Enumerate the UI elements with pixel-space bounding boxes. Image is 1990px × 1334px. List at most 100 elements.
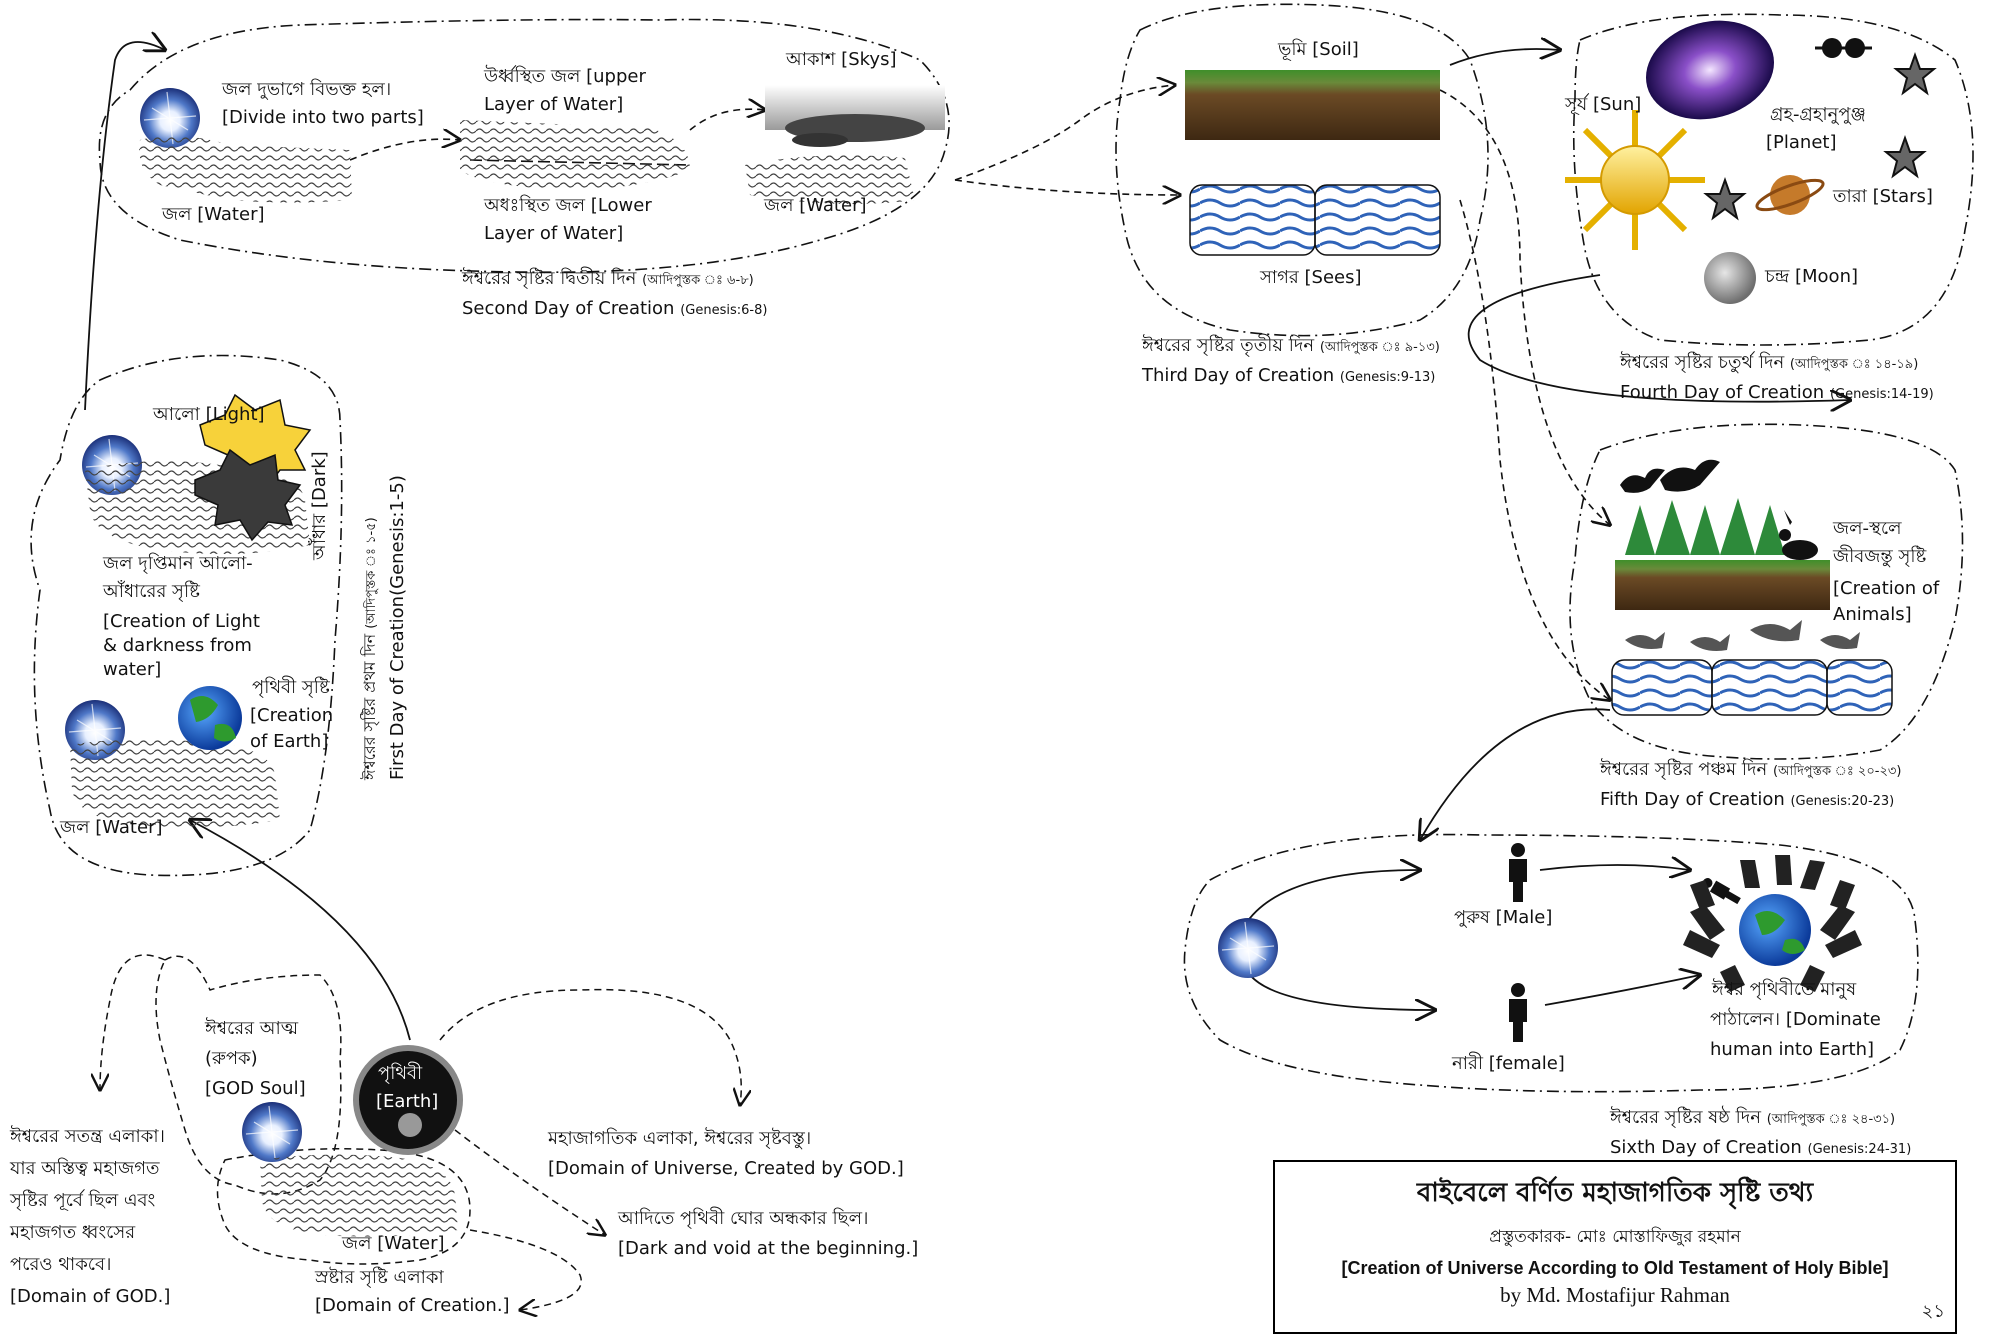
day3-region-outline xyxy=(1115,3,1489,337)
sea-waves-icon xyxy=(1611,659,1893,716)
arrow-day1-to-day2 xyxy=(84,42,165,411)
day5-caption-en: Fifth Day of Creation (Genesis:20-23) xyxy=(1600,787,1894,815)
god-domain-line-6: [Domain of GOD.] xyxy=(10,1286,171,1307)
light-orb-icon xyxy=(1217,917,1279,979)
creation-label-en-2: & darkness from xyxy=(103,635,252,656)
dark-void-label-bn: আদিতে পৃথিবী ঘোর অন্ধকার ছিল। xyxy=(618,1208,869,1229)
god-domain-line-3: সৃষ্টির পূর্বে ছিল এবং xyxy=(10,1190,156,1211)
day6-region-outline xyxy=(1183,833,1919,1093)
star-icon xyxy=(1705,179,1745,219)
page-number: ২১ xyxy=(1921,1301,1945,1322)
day3-caption-bn: ঈশ্বরের সৃষ্টির তৃতীয় দিন (আদিপুস্তক ঃ … xyxy=(1142,333,1440,361)
day2-caption-en: Second Day of Creation (Genesis:6-8) xyxy=(462,296,767,324)
light-label: আলো [Light] xyxy=(153,404,265,425)
title-bn: বাইবেলে বর্ণিত মহাজাগতিক সৃষ্টি তথ্য xyxy=(1416,1178,1814,1208)
caption-bn-text: ঈশ্বরের সৃষ্টির দ্বিতীয় দিন xyxy=(462,268,637,289)
dashed-arrow-to-sky xyxy=(689,109,765,131)
bug-cluster-icon xyxy=(1815,38,1872,58)
god-domain-line-4: মহাজগত ধ্বংসের xyxy=(10,1222,136,1243)
caption-en-ref: (Genesis:20-23) xyxy=(1790,794,1895,809)
bird-icon xyxy=(1620,459,1720,493)
day1-caption-bn: ঈশ্বরের সৃষ্টির প্রথম দিন (আদিপুস্তক ঃ ১… xyxy=(358,517,384,780)
god-soul-label-bn-1: ঈশ্বরের আত্ম xyxy=(205,1018,299,1039)
water-waves-icon xyxy=(260,1154,458,1237)
arrow-day5-to-day6 xyxy=(1420,708,1611,840)
animals-label-en-2: Animals] xyxy=(1833,604,1912,625)
sea-label: সাগর [Sees] xyxy=(1260,267,1362,288)
caption-bn-text: ঈশ্বরের সৃষ্টির তৃতীয় দিন xyxy=(1142,335,1315,356)
god-soul-label-bn-2: (রুপক) xyxy=(205,1048,258,1069)
day3-caption-en: Third Day of Creation (Genesis:9-13) xyxy=(1142,363,1435,391)
author-bn: প্রস্তুতকারক- মোঃ মোস্তাফিজুর রহমান xyxy=(1489,1227,1741,1247)
cloud-icon xyxy=(765,85,945,147)
caption-bn-ref: (আদিপুস্তক ঃ ১-৫) xyxy=(364,517,379,629)
creation-label-en-3: water] xyxy=(103,659,162,680)
caption-bn-ref: (আদিপুস্তক ঃ ৯-১৩) xyxy=(1319,340,1440,355)
animal-icon xyxy=(1779,510,1818,560)
creation-label-bn-1: জল দৃপ্তিমান আলো- xyxy=(103,553,253,574)
dashed-link-god-domain xyxy=(100,954,166,1090)
dashed-link-creation-domain xyxy=(469,1229,582,1310)
star-icon xyxy=(1885,137,1925,177)
day2-caption-bn: ঈশ্বরের সৃষ্টির দ্বিতীয় দিন (আদিপুস্তক … xyxy=(462,266,754,294)
dark-void-label-en: [Dark and void at the beginning.] xyxy=(618,1238,919,1259)
dashed-arrow-to-sea xyxy=(954,179,1180,195)
god-domain-line-5: পরেও থাকবে। xyxy=(10,1254,112,1275)
water-waves-icon xyxy=(139,136,352,203)
dashed-arrow-to-fish xyxy=(1459,199,1610,700)
creation-label-bn-2: আঁধারের সৃষ্টি xyxy=(103,581,200,602)
sun-label: সূর্য [Sun] xyxy=(1565,94,1642,115)
planet-icon xyxy=(1755,175,1825,215)
day4-caption-en: Fourth Day of Creation (Genesis:14-19) xyxy=(1620,380,1934,408)
sun-icon xyxy=(1565,110,1705,250)
humans-ring-icon xyxy=(1683,855,1862,992)
dashed-arrow-to-upper-water xyxy=(349,139,460,161)
caption-en-ref: (Genesis:14-19) xyxy=(1829,387,1934,402)
stars-label: তারা [Stars] xyxy=(1833,186,1933,207)
earth-globe-icon xyxy=(353,1045,463,1155)
caption-en-ref: (Genesis:6-8) xyxy=(680,303,768,318)
arrow-male-to-earth xyxy=(1539,865,1690,870)
sea-waves-icon xyxy=(1189,184,1441,256)
arrow-day3-to-day4 xyxy=(1449,49,1560,66)
day4-region-outline xyxy=(1572,13,1974,346)
dashed-link-universe xyxy=(439,988,741,1105)
day6-caption-en: Sixth Day of Creation (Genesis:24-31) xyxy=(1610,1135,1911,1163)
lower-water-label-en: Layer of Water] xyxy=(484,223,624,244)
trees-icon xyxy=(1625,498,1785,555)
person-icon xyxy=(1509,983,1527,1042)
caption-bn-ref: (আদিপুস্তক ঃ ২০-২৩) xyxy=(1773,764,1902,779)
earth-creation-label-en-1: [Creation xyxy=(250,705,334,726)
animals-label-en-1: [Creation of xyxy=(1833,578,1940,599)
creation-domain-label-en: [Domain of Creation.] xyxy=(315,1295,510,1316)
creation-domain-label-bn: স্রষ্টার সৃষ্টি এলাকা xyxy=(315,1267,444,1288)
dominate-label-en: human into Earth] xyxy=(1710,1039,1875,1060)
planet-label-bn: গ্রহ-গ্রহানুপুঞ্জ xyxy=(1770,104,1866,125)
caption-en-text: Second Day of Creation xyxy=(462,298,675,319)
universe-label-bn: মহাজাগতিক এলাকা, ঈশ্বরের সৃষ্টবস্তু। xyxy=(548,1128,812,1149)
fish-icon xyxy=(1625,620,1860,651)
animals-label-bn-2: জীবজন্তু সৃষ্টি xyxy=(1833,546,1927,567)
upper-water-label-en: Layer of Water] xyxy=(484,94,624,115)
day5-caption-bn: ঈশ্বরের সৃষ্টির পঞ্চম দিন (আদিপুস্তক ঃ ২… xyxy=(1600,757,1901,785)
day1-region-outline xyxy=(30,354,343,877)
day4-caption-bn: ঈশ্বরের সৃষ্টির চতুর্থ দিন (আদিপুস্তক ঃ … xyxy=(1620,350,1918,378)
day2-region-outline xyxy=(98,18,950,274)
water-waves-icon xyxy=(460,120,690,190)
caption-bn-ref: (আদিপুস্তক ঃ ১৪-১৯) xyxy=(1789,357,1919,372)
title-en: [Creation of Universe According to Old T… xyxy=(1341,1258,1889,1278)
soil-strip-icon xyxy=(1185,70,1440,140)
earth-label-en: [Earth] xyxy=(376,1091,439,1112)
caption-en-text: Fifth Day of Creation xyxy=(1600,789,1785,810)
water-label: জল [Water] xyxy=(162,204,265,225)
god-soul-label-en: [GOD Soul] xyxy=(205,1078,306,1099)
caption-bn-ref: (আদিপুস্তক ঃ ২৪-৩১) xyxy=(1766,1112,1896,1127)
god-domain-line-1: ঈশ্বরের সতন্ত্র এলাকা। xyxy=(10,1126,165,1147)
author-en: by Md. Mostafijur Rahman xyxy=(1500,1283,1730,1307)
dashed-arrow-to-soil xyxy=(954,85,1175,181)
water-label: জল [Water] xyxy=(342,1233,445,1254)
dominate-label-bn-2: পাঠালেন। [Dominate xyxy=(1710,1009,1881,1030)
planet-label-en: [Planet] xyxy=(1766,132,1837,153)
